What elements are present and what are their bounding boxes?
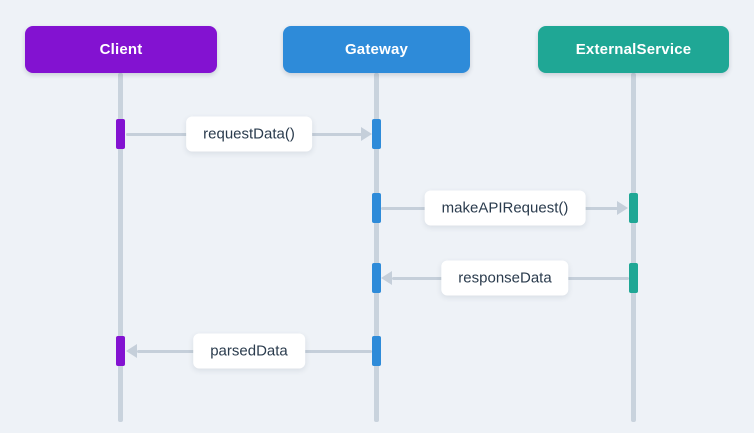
lifeline-gateway (374, 73, 379, 422)
message-label-request-data: requestData() (186, 116, 312, 152)
arrowhead-left-icon (381, 271, 392, 285)
lifeline-client (118, 73, 123, 422)
actor-box-external-service: ExternalService (538, 26, 729, 73)
message-label-make-api-request: makeAPIRequest() (424, 190, 586, 226)
arrowhead-right-icon (617, 201, 628, 215)
actor-label-gateway: Gateway (344, 41, 409, 58)
lifeline-external-service (631, 73, 636, 422)
message-label-parsed-data: parsedData (193, 333, 305, 369)
activation-bar-gateway-3 (372, 263, 381, 293)
activation-bar-external-2 (629, 263, 638, 293)
message-label-response-data: responseData (441, 260, 569, 296)
actor-label-external-service: ExternalService (575, 41, 692, 58)
activation-bar-gateway-4 (372, 336, 381, 366)
actor-box-gateway: Gateway (283, 26, 470, 73)
activation-bar-external-1 (629, 193, 638, 223)
arrowhead-right-icon (361, 127, 372, 141)
actor-label-client: Client (99, 41, 143, 58)
arrowhead-left-icon (126, 344, 137, 358)
activation-bar-gateway-2 (372, 193, 381, 223)
actor-box-client: Client (25, 26, 217, 73)
activation-bar-client-1 (116, 119, 125, 149)
activation-bar-gateway-1 (372, 119, 381, 149)
activation-bar-client-2 (116, 336, 125, 366)
